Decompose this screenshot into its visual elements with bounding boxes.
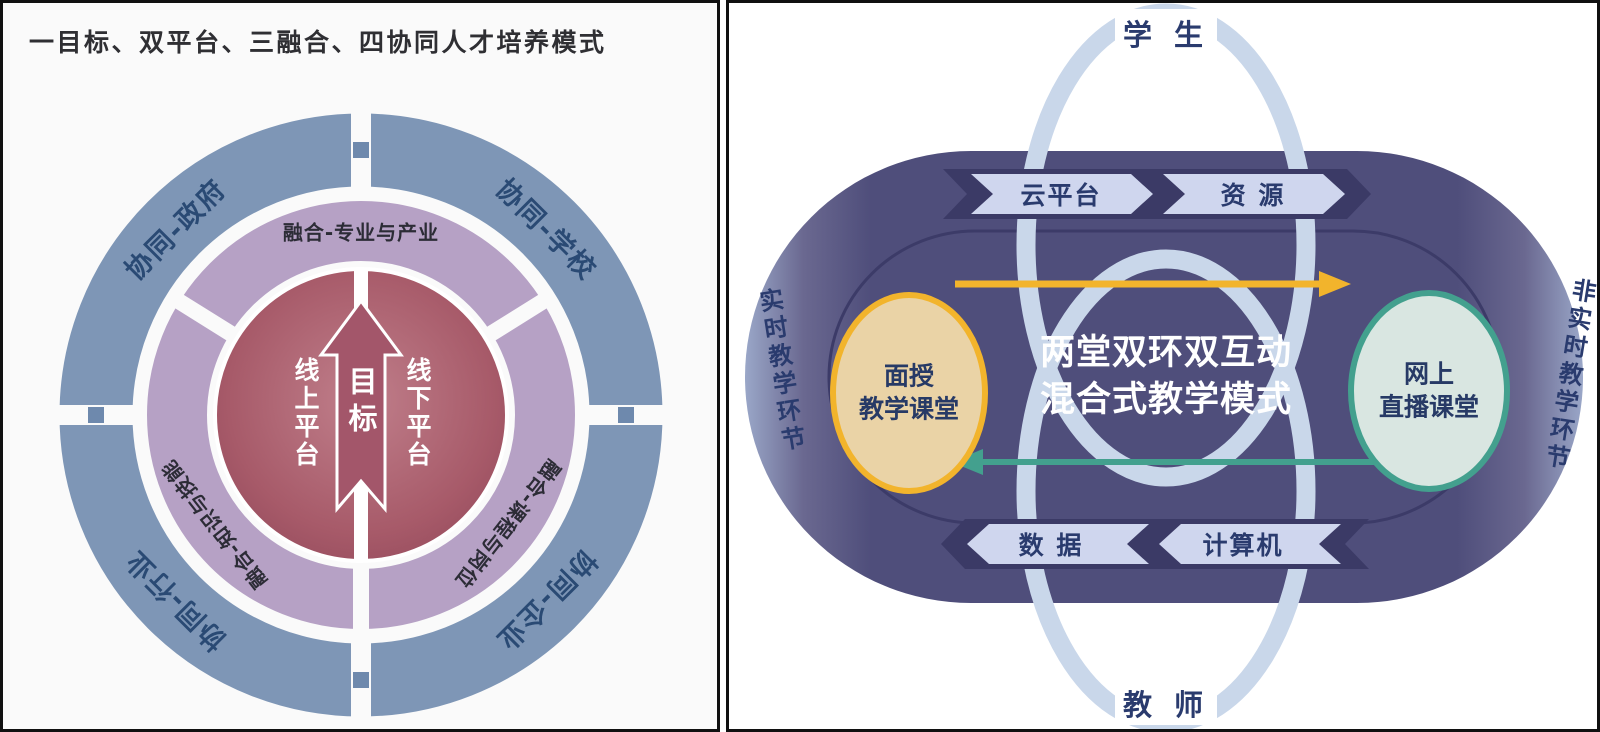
online-live-classroom-ellipse [1348,290,1510,492]
left-panel-title: 一目标、双平台、三融合、四协同人才培养模式 [29,28,607,57]
middle-ring-gaps [171,292,551,633]
chevron-resources: 资 源 [1220,181,1286,210]
online-live-line2: 直播课堂 [1378,392,1480,421]
center-title: 两堂双环双互动 混合式教学模式 [1040,330,1292,425]
talent-model-diagram [57,111,665,719]
online-live-classroom-label: 网上 直播课堂 [1379,359,1479,424]
inner-label-online-platform: 线上平台 [291,357,320,469]
teacher-label: 教 师 [1122,688,1210,722]
center-title-line2: 混合式教学模式 [1039,380,1293,420]
top-chevron-band [943,169,1371,219]
inner-label-goal: 目标 [344,366,378,440]
face-to-face-classroom-ellipse [830,292,988,494]
blended-teaching-panel: 学 生 教 师 实时教学环节 非实时教学环节 云平台 资 源 数 据 计算机 面… [726,0,1600,732]
teacher-label-backing [1115,679,1217,725]
blended-teaching-diagram [745,3,1583,729]
face-to-face-line2: 教学课堂 [858,394,960,423]
talent-model-panel: 一目标、双平台、三融合、四协同人才培养模式 协同-政府 协同-学校 协同-行业 … [0,0,720,732]
chevron-data: 数 据 [1018,531,1084,560]
forward-arrow [955,271,1351,297]
center-title-line1: 两堂双环双互动 [1039,332,1293,373]
goal-arrow [318,298,404,514]
stadium-track [745,151,1583,603]
face-to-face-line1: 面授 [883,361,935,391]
bottom-chevron-band [941,519,1369,569]
chevron-cloud-platform: 云平台 [1020,181,1102,210]
backward-arrow [951,449,1429,475]
middle-label-major-industry: 融合-专业与产业 [282,220,440,245]
outer-ring-gaps [57,111,665,719]
face-to-face-classroom-label: 面授 教学课堂 [859,361,959,426]
student-label: 学 生 [1122,18,1210,52]
inner-label-offline-platform: 线下平台 [403,357,432,469]
online-live-line1: 网上 [1403,359,1455,389]
student-label-backing [1115,9,1217,55]
chevron-computer: 计算机 [1202,531,1284,560]
